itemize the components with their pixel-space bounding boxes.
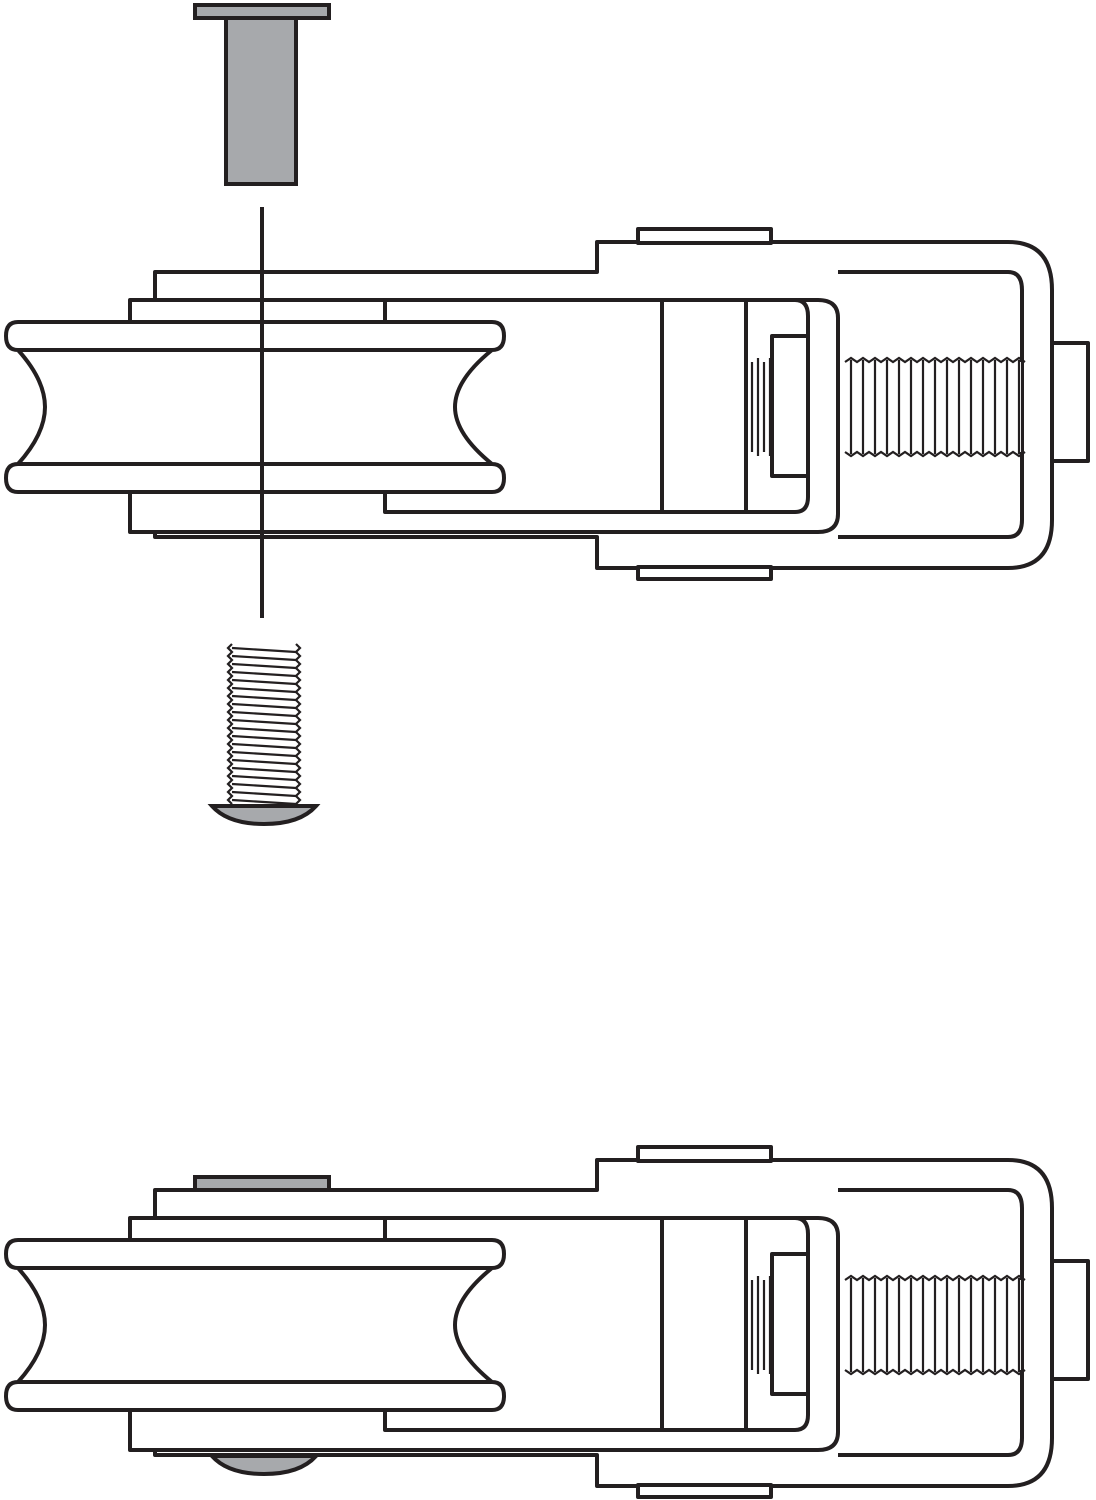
axle-screw-icon xyxy=(210,638,318,826)
exploded-view xyxy=(4,3,1090,826)
assembled-view xyxy=(4,1145,1090,1499)
pulley-wheel-icon xyxy=(4,227,1090,581)
tensioner-bracket-icon xyxy=(4,1145,1090,1499)
axle-pin-icon xyxy=(193,3,331,186)
axle-screw-head xyxy=(207,1454,321,1477)
